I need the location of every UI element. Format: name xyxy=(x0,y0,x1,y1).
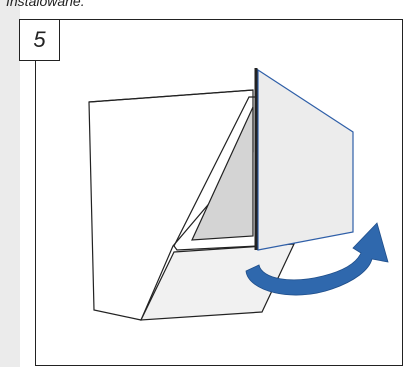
instruction-caption: Instalowane. xyxy=(6,0,85,9)
cabinet-top-edge xyxy=(88,89,254,103)
cabinet-door-panel xyxy=(257,68,354,251)
page-margin-bar xyxy=(0,0,20,367)
rotation-arrow-icon xyxy=(245,222,389,296)
cabinet-inner-recess xyxy=(191,106,254,241)
step-number-badge: 5 xyxy=(19,19,60,61)
lower-drawer-panel xyxy=(140,243,295,321)
